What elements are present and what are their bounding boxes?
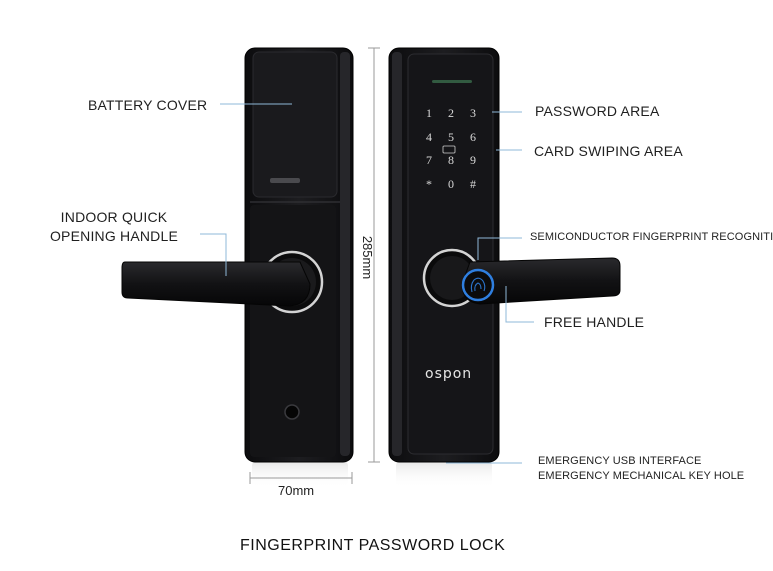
keypad-key-3: 3 <box>470 106 476 120</box>
keypad-key-5: 5 <box>448 130 454 144</box>
keypad-key-star: * <box>426 177 432 191</box>
outdoor-lock-body <box>388 47 621 488</box>
label-battery-cover: BATTERY COVER <box>88 97 208 113</box>
keypad-key-6: 6 <box>470 130 476 144</box>
label-indoor-handle-line2: OPENING HANDLE <box>49 228 179 244</box>
leader-lines <box>200 103 534 464</box>
brand-logo: ospon <box>425 366 473 382</box>
key-hole-icon <box>284 404 300 420</box>
keypad-key-1: 1 <box>426 106 432 120</box>
keypad-key-7: 7 <box>426 153 432 167</box>
keypad-key-2: 2 <box>448 106 454 120</box>
status-indicator <box>432 80 472 83</box>
keypad-key-8: 8 <box>448 153 454 167</box>
keypad-key-hash: # <box>470 177 476 191</box>
caption: FINGERPRINT PASSWORD LOCK <box>240 537 506 554</box>
fingerprint-sensor-ring <box>461 268 495 302</box>
width-dimension-label: 70mm <box>278 483 315 498</box>
label-free-handle: FREE HANDLE <box>544 314 645 330</box>
label-indoor-handle-line1: INDOOR QUICK <box>60 209 168 225</box>
label-card-swiping-area: CARD SWIPING AREA <box>534 143 683 159</box>
dimension-width <box>249 472 353 484</box>
dimension-height <box>368 47 380 463</box>
keypad-key-4: 4 <box>426 130 432 144</box>
label-usb-interface: EMERGENCY USB INTERFACE <box>538 455 702 467</box>
indoor-lock-body <box>121 47 354 488</box>
fingerprint-icon <box>470 277 486 293</box>
keypad-key-9: 9 <box>470 153 476 167</box>
keypad-key-0: 0 <box>448 177 454 191</box>
battery-cover-slot <box>270 178 300 183</box>
label-password-area: PASSWORD AREA <box>535 103 660 119</box>
height-dimension-label: 285mm <box>360 235 376 280</box>
label-fingerprint: SEMICONDUCTOR FINGERPRINT RECOGNITION <box>530 231 773 243</box>
card-icon <box>442 145 456 154</box>
label-key-hole: EMERGENCY MECHANICAL KEY HOLE <box>538 470 745 482</box>
